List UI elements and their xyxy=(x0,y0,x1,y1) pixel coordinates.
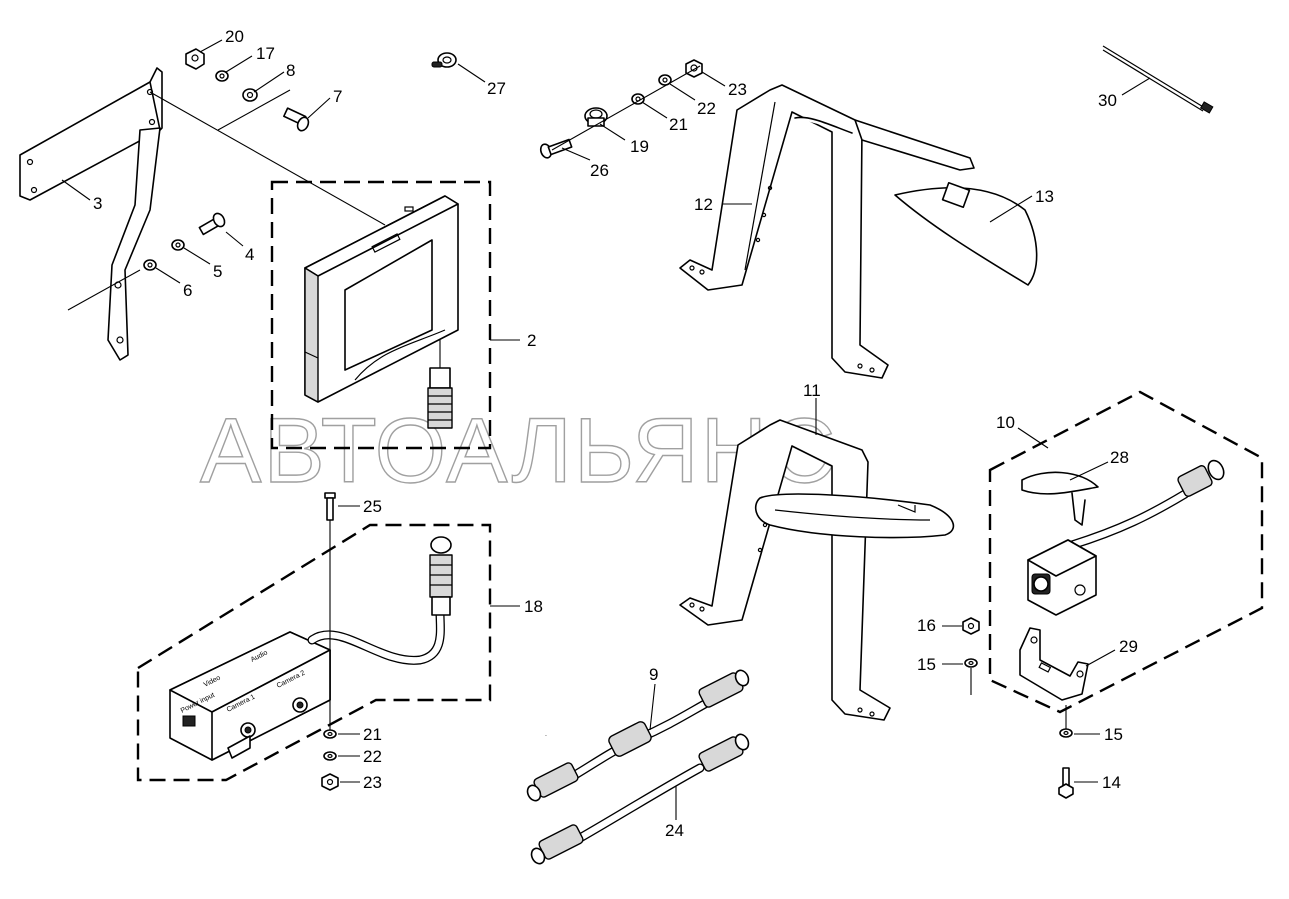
washer-15b xyxy=(1059,728,1073,738)
bolt-4 xyxy=(198,212,226,236)
washer-6 xyxy=(143,259,157,271)
callout-21-bottom: 21 xyxy=(363,725,382,744)
callout-22-bottom: 22 xyxy=(363,747,382,766)
washer-21a xyxy=(631,93,645,105)
callout-3: 3 xyxy=(93,194,102,213)
stray-dot: . xyxy=(545,731,547,738)
clamp-19 xyxy=(584,107,608,127)
frame-11 xyxy=(679,419,955,721)
camera-assembly-10 xyxy=(1021,459,1225,616)
camera-bracket-29 xyxy=(1019,627,1089,701)
control-box-connector xyxy=(429,536,453,616)
callout-28: 28 xyxy=(1110,448,1129,467)
washer-22a xyxy=(658,74,672,86)
washer-5 xyxy=(171,239,185,251)
cable-tie-30 xyxy=(1102,45,1214,114)
callout-30: 30 xyxy=(1098,91,1117,110)
bolt-25 xyxy=(324,492,336,521)
callout-7: 7 xyxy=(333,87,342,106)
nut-23b xyxy=(321,773,339,791)
callout-29: 29 xyxy=(1119,637,1138,656)
callout-12: 12 xyxy=(694,195,713,214)
callout-25: 25 xyxy=(363,497,382,516)
callout-10: 10 xyxy=(996,413,1015,432)
bolt-26 xyxy=(539,138,573,159)
monitor-assembly-outline xyxy=(270,180,492,450)
monitor-2 xyxy=(304,195,459,403)
washer-21b xyxy=(323,729,337,739)
callout-17: 17 xyxy=(256,44,275,63)
callout-27: 27 xyxy=(487,79,506,98)
callout-22-top: 22 xyxy=(697,99,716,118)
callout-19: 19 xyxy=(630,137,649,156)
callout-6: 6 xyxy=(183,281,192,300)
bolt-14 xyxy=(1058,767,1074,799)
callout-15-right: 15 xyxy=(1104,725,1123,744)
nut-16 xyxy=(962,617,980,635)
callout-4: 4 xyxy=(245,245,254,264)
callout-15-left: 15 xyxy=(917,655,936,674)
callout-20: 20 xyxy=(225,27,244,46)
callout-2: 2 xyxy=(527,331,536,350)
nut-23a xyxy=(685,59,703,78)
washer-15a xyxy=(964,658,978,668)
cable-9 xyxy=(526,669,750,802)
mounting-bracket-3 xyxy=(19,67,163,361)
nut-20 xyxy=(185,48,205,70)
callout-26: 26 xyxy=(590,161,609,180)
callout-8: 8 xyxy=(286,61,295,80)
callout-21-top: 21 xyxy=(669,115,688,134)
callout-23-bottom: 23 xyxy=(363,773,382,792)
callout-11: 11 xyxy=(803,381,821,400)
callout-14: 14 xyxy=(1102,773,1121,792)
cover-13 xyxy=(894,181,1038,286)
callout-24: 24 xyxy=(665,821,684,840)
camera-assembly-outline xyxy=(988,390,1264,714)
callout-9: 9 xyxy=(649,665,658,684)
monitor-connector xyxy=(427,367,453,429)
cable-24 xyxy=(530,733,750,865)
control-box-outline xyxy=(136,523,492,782)
watermark: АВТОАЛЬЯНС xyxy=(200,400,838,502)
bolt-7 xyxy=(283,107,310,132)
washer-22b xyxy=(323,751,337,761)
callout-5: 5 xyxy=(213,262,222,281)
callout-16: 16 xyxy=(917,616,936,635)
frame-12 xyxy=(679,84,975,379)
control-box-18: Video Audio Power input Camera 1 Camera … xyxy=(169,631,331,761)
callout-13: 13 xyxy=(1035,187,1054,206)
washer-8 xyxy=(242,88,258,102)
callout-18: 18 xyxy=(524,597,543,616)
washer-17 xyxy=(215,70,229,82)
clip-27 xyxy=(431,52,457,68)
callout-23-top: 23 xyxy=(728,80,747,99)
